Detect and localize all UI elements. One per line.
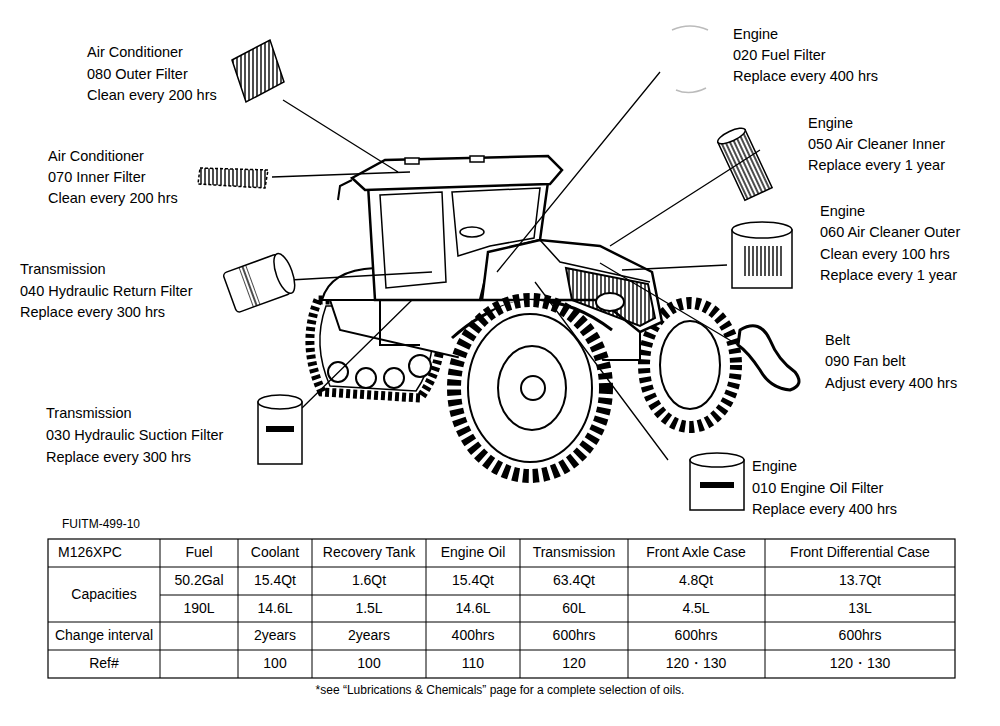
callout-text: Belt [825, 333, 850, 349]
tire-sidewall [468, 314, 592, 462]
callout-text: Engine [733, 27, 778, 43]
table-cell: 60L [562, 601, 585, 616]
callout-text: 030 Hydraulic Suction Filter [46, 428, 223, 444]
table-cell: 2years [254, 628, 296, 643]
callout-text: Air Conditioner [87, 45, 183, 61]
table-cell: Transmission [533, 545, 616, 560]
roof-light [405, 158, 419, 164]
filter-end [732, 222, 792, 238]
filter-band [266, 426, 294, 432]
filter-end [690, 453, 744, 467]
table-cell: 600hrs [675, 628, 718, 643]
table-cell: 100 [263, 656, 286, 671]
table-border [48, 539, 955, 678]
callout-text: 090 Fan belt [825, 354, 906, 370]
grille [566, 268, 655, 326]
road-wheel [384, 368, 404, 388]
table-cell: 13.7Qt [839, 573, 881, 588]
tire-tread [454, 300, 606, 476]
table-cell: 14.6L [257, 601, 292, 616]
mirror [338, 180, 352, 200]
filter-band [239, 265, 261, 307]
filter-end [258, 395, 302, 409]
table-cell: 400hrs [452, 628, 495, 643]
table-cell: Recovery Tank [323, 545, 415, 560]
road-wheel [409, 355, 431, 377]
callout-text: Transmission [20, 262, 106, 278]
table-cell: 600hrs [553, 628, 596, 643]
callout-text: Air Conditioner [48, 149, 144, 165]
leader-line [272, 72, 760, 460]
filter-band [700, 482, 734, 488]
callout-text: 050 Air Cleaner Inner [808, 137, 945, 153]
tire-rim [498, 346, 566, 430]
table-cell: 120・130 [830, 656, 891, 671]
fan-belt-icon [738, 326, 799, 390]
table-grid [48, 539, 955, 678]
table-cell: 1.6Qt [352, 573, 386, 588]
callout-text: 080 Outer Filter [87, 67, 188, 83]
callout-text: 070 Inner Filter [48, 170, 146, 186]
callout-text: 020 Fuel Filter [733, 48, 826, 64]
headlight [596, 293, 624, 311]
table-cell: 15.4Qt [254, 573, 296, 588]
callout-text: Engine [820, 204, 865, 220]
table-cell: Ref# [89, 656, 119, 671]
callout-text: Replace every 400 hrs [752, 502, 897, 518]
roof-light [470, 156, 484, 162]
callout-text: Replace every 300 hrs [20, 305, 165, 321]
fuel-filter-icon [672, 26, 708, 93]
outer-filter-icon [232, 40, 284, 102]
table-cell: 4.5L [682, 601, 709, 616]
table-cell: 15.4Qt [452, 573, 494, 588]
filter-end [270, 251, 299, 296]
table-cell: 14.6L [455, 601, 490, 616]
table-cell: 13L [848, 601, 871, 616]
callout-text: Transmission [46, 406, 132, 422]
callout-text: Clean every 200 hrs [48, 191, 178, 207]
table-cell: 50.2Gal [174, 573, 223, 588]
table-cell: 600hrs [839, 628, 882, 643]
callout-text: Replace every 300 hrs [46, 450, 191, 466]
table-cell: Capacities [71, 587, 136, 602]
inner-filter-icon [198, 168, 268, 188]
tire-rim [660, 321, 720, 409]
footnote: *see “Lubrications & Chemicals” page for… [316, 684, 685, 697]
table-cell: 190L [183, 601, 214, 616]
road-wheel [356, 368, 376, 388]
table-cell: Fuel [185, 545, 212, 560]
callout-text: Engine [752, 459, 797, 475]
part-code: FUITM-499-10 [62, 518, 140, 531]
callout-text: Clean every 100 hrs [820, 247, 950, 263]
table-cell: 63.4Qt [553, 573, 595, 588]
cab-step [380, 300, 420, 345]
suction-filter-icon [258, 402, 302, 464]
filter-end [716, 125, 747, 147]
filter-band [742, 246, 782, 276]
table-cell: 120・130 [666, 656, 727, 671]
table-cell: 120 [562, 656, 585, 671]
table-cell: Front Differential Case [790, 545, 930, 560]
callout-text: 010 Engine Oil Filter [752, 481, 883, 497]
callout-text: 040 Hydraulic Return Filter [20, 284, 192, 300]
table-cell: 2years [348, 628, 390, 643]
callout-text: Engine [808, 116, 853, 132]
callout-text: Clean every 200 hrs [87, 88, 217, 104]
table-cell: Front Axle Case [646, 545, 746, 560]
wheel-hub [521, 376, 545, 400]
table-cell: 4.8Qt [679, 573, 713, 588]
table-cell: M126XPC [58, 545, 122, 560]
table-cell: 1.5L [355, 601, 382, 616]
callout-text: 060 Air Cleaner Outer [820, 225, 960, 241]
callout-text: Adjust every 400 hrs [825, 376, 957, 392]
callout-text: Replace every 1 year [820, 268, 957, 284]
table-cell: Coolant [251, 545, 299, 560]
table-cell: Engine Oil [441, 545, 506, 560]
callout-text: Replace every 1 year [808, 158, 945, 174]
callout-text: Replace every 400 hrs [733, 69, 878, 85]
table-cell: 100 [357, 656, 380, 671]
table-cell: Change interval [55, 628, 153, 643]
steering-wheel [460, 227, 484, 237]
table-cell: 110 [462, 656, 484, 671]
